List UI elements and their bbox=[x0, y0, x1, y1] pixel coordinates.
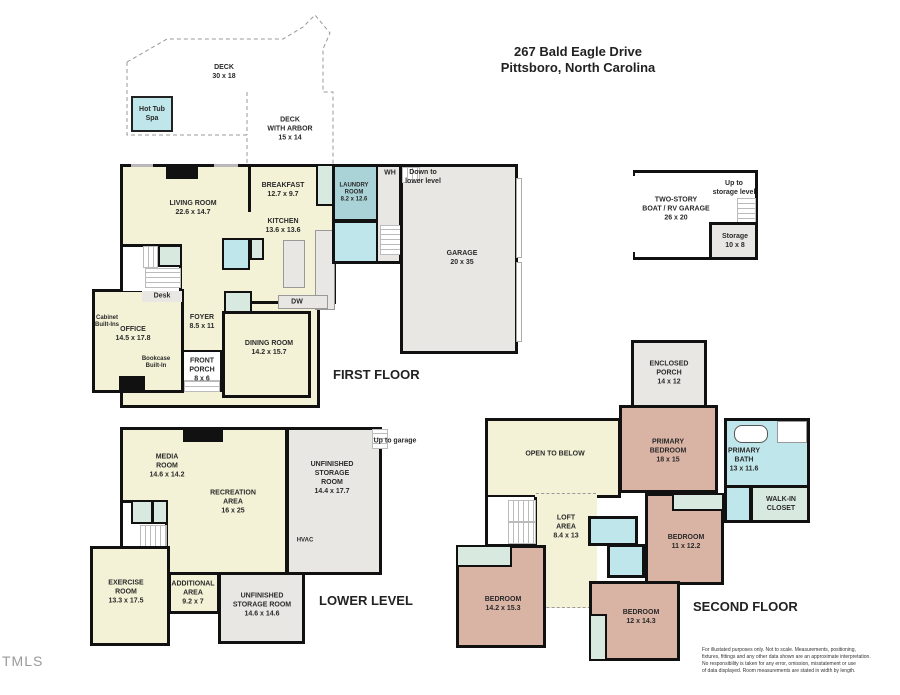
unfinished-storage-1-label: UNFINISHED STORAGE ROOM 14.4 x 17.7 bbox=[310, 461, 354, 495]
bedroom-4-label: BEDROOM 12 x 14.3 bbox=[622, 609, 660, 625]
garage-stairs bbox=[380, 225, 402, 255]
shower bbox=[777, 421, 807, 443]
lower-closet-2 bbox=[152, 500, 168, 524]
window bbox=[131, 164, 153, 167]
garage bbox=[400, 164, 518, 354]
open-to-below bbox=[485, 418, 621, 498]
hall-bath-vanity bbox=[588, 516, 638, 546]
lower-level-label: LOWER LEVEL bbox=[319, 593, 413, 608]
unfinished-storage-room-2 bbox=[218, 572, 305, 644]
tmls-watermark: TMLS bbox=[2, 653, 44, 669]
dw-counter bbox=[278, 295, 328, 309]
foyer-label: FOYER 8.5 x 11 bbox=[189, 314, 215, 330]
kitchen-label: KITCHEN 13.6 x 13.6 bbox=[265, 218, 301, 234]
storage-room bbox=[709, 222, 758, 260]
bedroom-3-closet bbox=[456, 545, 512, 567]
exercise-room-label: EXERCISE ROOM 13.3 x 17.5 bbox=[108, 579, 144, 605]
porch-steps bbox=[184, 380, 220, 392]
primary-wc bbox=[724, 485, 752, 523]
walk-in-closet-label: WALK-IN CLOSET bbox=[766, 496, 796, 512]
office-label: OFFICE 14.5 x 17.8 bbox=[115, 326, 151, 342]
deck-label: DECK 30 x 18 bbox=[212, 64, 236, 80]
kitchen-counter bbox=[315, 230, 335, 310]
lower-closet-1 bbox=[131, 500, 153, 524]
living-fireplace bbox=[166, 165, 198, 179]
garage-door-2 bbox=[516, 262, 522, 342]
laundry-room bbox=[332, 164, 379, 222]
boat-garage-label: TWO-STORY BOAT / RV GARAGE 26 x 20 bbox=[642, 196, 710, 222]
coat-closet bbox=[224, 291, 252, 313]
up-to-storage-label: Up to storage level bbox=[712, 180, 756, 196]
main-stairs-lower bbox=[145, 268, 181, 288]
additional-area-label: ADDITIONAL AREA 9.2 x 7 bbox=[171, 580, 215, 606]
breakfast-label: BREAKFAST 12.7 x 9.7 bbox=[261, 182, 305, 198]
unfinished-storage-room-1 bbox=[286, 427, 382, 575]
hall-bath-tub bbox=[607, 544, 645, 578]
desk-nook bbox=[142, 291, 182, 302]
pantry bbox=[250, 238, 264, 260]
primary-bath-label: PRIMARY BATH 13 x 11.6 bbox=[727, 447, 761, 473]
living-room-label: LIVING ROOM 22.6 x 14.7 bbox=[169, 200, 217, 216]
dining-room bbox=[222, 311, 311, 398]
second-stairs bbox=[508, 500, 536, 522]
additional-area bbox=[168, 572, 220, 614]
bookcase-builtin-label: Bookcase Built-In bbox=[141, 356, 171, 369]
bedroom-2-closet bbox=[672, 493, 724, 511]
address-line-1: 267 Bald Eagle Drive bbox=[514, 44, 642, 59]
garage-label: GARAGE 20 x 35 bbox=[446, 250, 478, 266]
main-stairs bbox=[143, 246, 158, 268]
hvac-label: HVAC bbox=[296, 537, 314, 544]
storage-label: Storage 10 x 8 bbox=[721, 233, 749, 249]
address-line-2: Pittsboro, North Carolina bbox=[500, 60, 656, 75]
office bbox=[92, 289, 184, 393]
down-to-lower-label: Down to lower level bbox=[405, 169, 441, 185]
dishwasher-label: DW bbox=[291, 298, 303, 306]
garage-left-wall bbox=[633, 252, 635, 260]
primary-bedroom bbox=[619, 405, 718, 493]
kitchen-island bbox=[283, 240, 305, 288]
front-porch-label: FRONT PORCH 8 x 6 bbox=[189, 357, 215, 383]
cabinet-builtins-label: Cabinet Built-Ins bbox=[95, 315, 119, 328]
laundry-label: LAUNDRY ROOM 8.2 x 12.6 bbox=[339, 182, 369, 203]
loft-area-label: LOFT AREA 8.4 x 13 bbox=[553, 514, 579, 540]
living-divider-wall bbox=[248, 164, 251, 212]
storage-stairs bbox=[737, 198, 756, 224]
powder-room bbox=[222, 238, 250, 270]
lower-stairs bbox=[140, 525, 167, 547]
unfinished-storage-2-label: UNFINISHED STORAGE ROOM 14.6 x 14.6 bbox=[232, 592, 292, 618]
garage-left-wall bbox=[633, 170, 635, 176]
deck-arbor-label: DECK WITH ARBOR 15 x 14 bbox=[267, 116, 313, 142]
second-floor-label: SECOND FLOOR bbox=[693, 599, 798, 614]
open-to-below-label: OPEN TO BELOW bbox=[525, 450, 585, 458]
loft-boundary bbox=[536, 493, 596, 608]
hot-tub-spa bbox=[131, 96, 173, 132]
up-to-garage-stairs bbox=[372, 429, 388, 449]
property-address: 267 Bald Eagle Drive Pittsboro, North Ca… bbox=[478, 44, 678, 76]
desk-label: Desk bbox=[153, 292, 171, 300]
walk-in-closet bbox=[750, 485, 810, 523]
first-floor-label: FIRST FLOOR bbox=[333, 367, 420, 382]
bathtub bbox=[734, 425, 768, 443]
garage-down-stairs bbox=[402, 167, 420, 183]
hot-tub-label: Hot Tub Spa bbox=[139, 106, 165, 122]
bedroom-3-label: BEDROOM 14.2 x 15.3 bbox=[484, 596, 522, 612]
enclosed-porch-label: ENCLOSED PORCH 14 x 12 bbox=[649, 360, 689, 386]
media-wall-unit bbox=[183, 428, 223, 442]
half-bath bbox=[332, 220, 379, 264]
media-room-label: MEDIA ROOM 14.6 x 14.2 bbox=[149, 453, 185, 479]
wh-label: WH bbox=[384, 169, 396, 177]
recreation-area-label: RECREATION AREA 16 x 25 bbox=[210, 489, 256, 515]
bedroom-4-closet bbox=[589, 614, 607, 661]
primary-bedroom-label: PRIMARY BEDROOM 18 x 15 bbox=[649, 438, 687, 464]
garage-door-1 bbox=[516, 178, 522, 258]
dining-room-label: DINING ROOM 14.2 x 15.7 bbox=[244, 340, 294, 356]
deck-outline bbox=[126, 15, 334, 165]
office-fireplace bbox=[119, 376, 145, 390]
up-to-garage-label: Up to garage bbox=[373, 437, 417, 445]
disclaimer: For illustated purposes only. Not to sca… bbox=[702, 647, 871, 674]
stair-closet bbox=[158, 245, 182, 267]
window bbox=[214, 164, 238, 167]
bedroom-2-label: BEDROOM 11 x 12.2 bbox=[667, 534, 705, 550]
second-stairs-2 bbox=[508, 522, 536, 544]
